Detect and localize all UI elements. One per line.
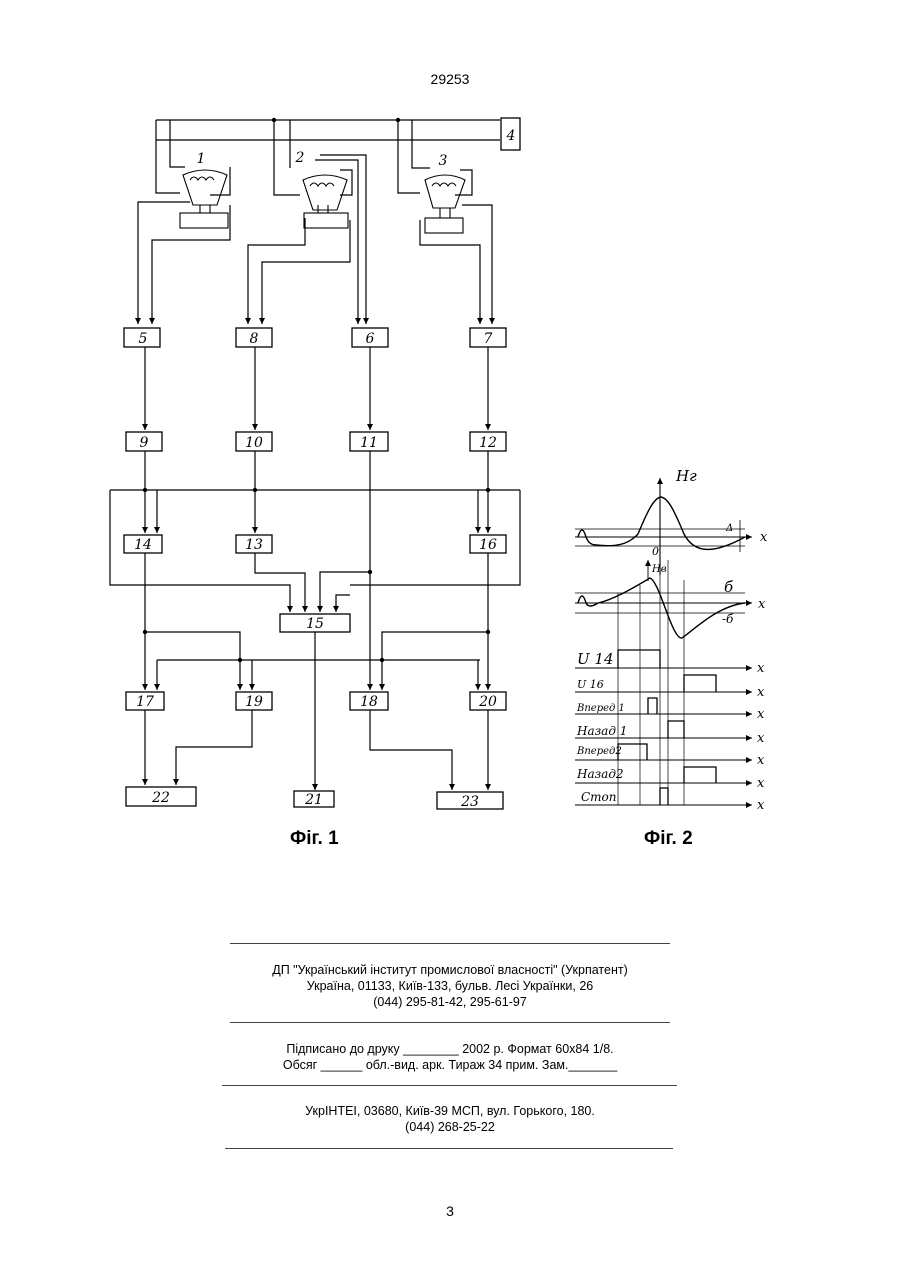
figure1-junctions xyxy=(143,118,490,662)
row-x-label-5: x xyxy=(757,753,765,768)
figure1-blocks xyxy=(124,118,520,809)
sigma-label: б xyxy=(724,578,734,596)
imprint-line-6: УкрІНТЕІ, 03680, Київ-39 МСП, вул. Горьк… xyxy=(0,1103,900,1119)
figure2-caption: Фіг. 2 xyxy=(644,828,693,850)
block-label-12: 12 xyxy=(479,435,497,451)
imprint-line-5: Обсяг ______ обл.-вид. арк. Тираж 34 при… xyxy=(0,1057,900,1073)
row-x-label-6: x xyxy=(757,776,765,791)
figure1-sensors xyxy=(180,170,465,233)
figure1-labels: 1 2 3 4 5 8 6 7 9 10 11 12 14 13 16 15 1… xyxy=(134,128,515,810)
imprint-line-1: ДП "Український інститут промислової вла… xyxy=(0,962,900,978)
imprint-line-4: Підписано до друку ________ 2002 р. Форм… xyxy=(0,1041,900,1057)
block-label-15: 15 xyxy=(306,616,324,632)
row-label-nazad2: Назад2 xyxy=(576,767,624,781)
row-x-label-3: x xyxy=(757,707,765,722)
figure1-caption: Фіг. 1 xyxy=(290,828,339,850)
row-x-label-4: x xyxy=(757,731,765,746)
block-label-13: 13 xyxy=(245,537,263,553)
imprint-line-2: Україна, 01133, Київ-133, бульв. Лесі Ук… xyxy=(0,978,900,994)
row-x-label-1: x xyxy=(757,661,765,676)
block-label-5: 5 xyxy=(139,331,148,347)
block-label-11: 11 xyxy=(360,435,378,451)
block-label-14: 14 xyxy=(134,537,152,553)
row-label-vpered2: Вперед2 xyxy=(576,746,622,757)
block-label-19: 19 xyxy=(245,694,263,710)
block-label-9: 9 xyxy=(140,435,149,451)
block-label-16: 16 xyxy=(479,537,497,553)
figure1-wiring xyxy=(110,120,520,790)
block-label-1: 1 xyxy=(197,151,206,167)
block-label-23: 23 xyxy=(460,794,479,810)
divider-4 xyxy=(225,1148,673,1149)
row-label-nazad1: Назад 1 xyxy=(576,724,627,738)
hg-label: Нг xyxy=(675,467,697,485)
block-label-3: 3 xyxy=(439,153,448,169)
block-label-20: 20 xyxy=(478,694,497,710)
x-label-top: x xyxy=(760,530,768,545)
block-label-2: 2 xyxy=(295,150,305,166)
divider-3 xyxy=(222,1085,677,1086)
row-label-stop: Стоп xyxy=(581,790,617,804)
block-label-21: 21 xyxy=(304,792,323,808)
origin-label: 0 xyxy=(652,545,659,558)
figures-drawing: 1 2 3 4 5 8 6 7 9 10 11 12 14 13 16 15 1… xyxy=(0,0,900,900)
row-x-label-7: x xyxy=(757,798,765,813)
block-label-7: 7 xyxy=(484,331,493,347)
block-label-10: 10 xyxy=(245,435,263,451)
neg-sigma-label: -б xyxy=(722,612,734,626)
block-label-8: 8 xyxy=(250,331,259,347)
hv-label: Нв xyxy=(651,564,667,575)
row-label-u14: U 14 xyxy=(577,650,614,668)
figure2-labels: Нг x Δ 0 Нв б x -б U 14 U 16 Вперед 1 На… xyxy=(576,467,768,813)
divider-2 xyxy=(230,1022,670,1023)
row-label-u16: U 16 xyxy=(577,678,604,691)
block-label-18: 18 xyxy=(360,694,378,710)
block-label-6: 6 xyxy=(366,331,375,347)
imprint-line-3: (044) 295-81-42, 295-61-97 xyxy=(0,994,900,1010)
x-label-second: x xyxy=(758,597,766,612)
divider-1 xyxy=(230,943,670,944)
delta-label: Δ xyxy=(725,523,733,534)
row-label-vpered1: Вперед 1 xyxy=(576,703,625,714)
block-label-4: 4 xyxy=(506,128,516,144)
page-number: 3 xyxy=(0,1203,900,1219)
imprint-line-7: (044) 268-25-22 xyxy=(0,1119,900,1135)
block-label-22: 22 xyxy=(151,790,170,806)
row-x-label-2: x xyxy=(757,685,765,700)
block-label-17: 17 xyxy=(136,694,154,710)
